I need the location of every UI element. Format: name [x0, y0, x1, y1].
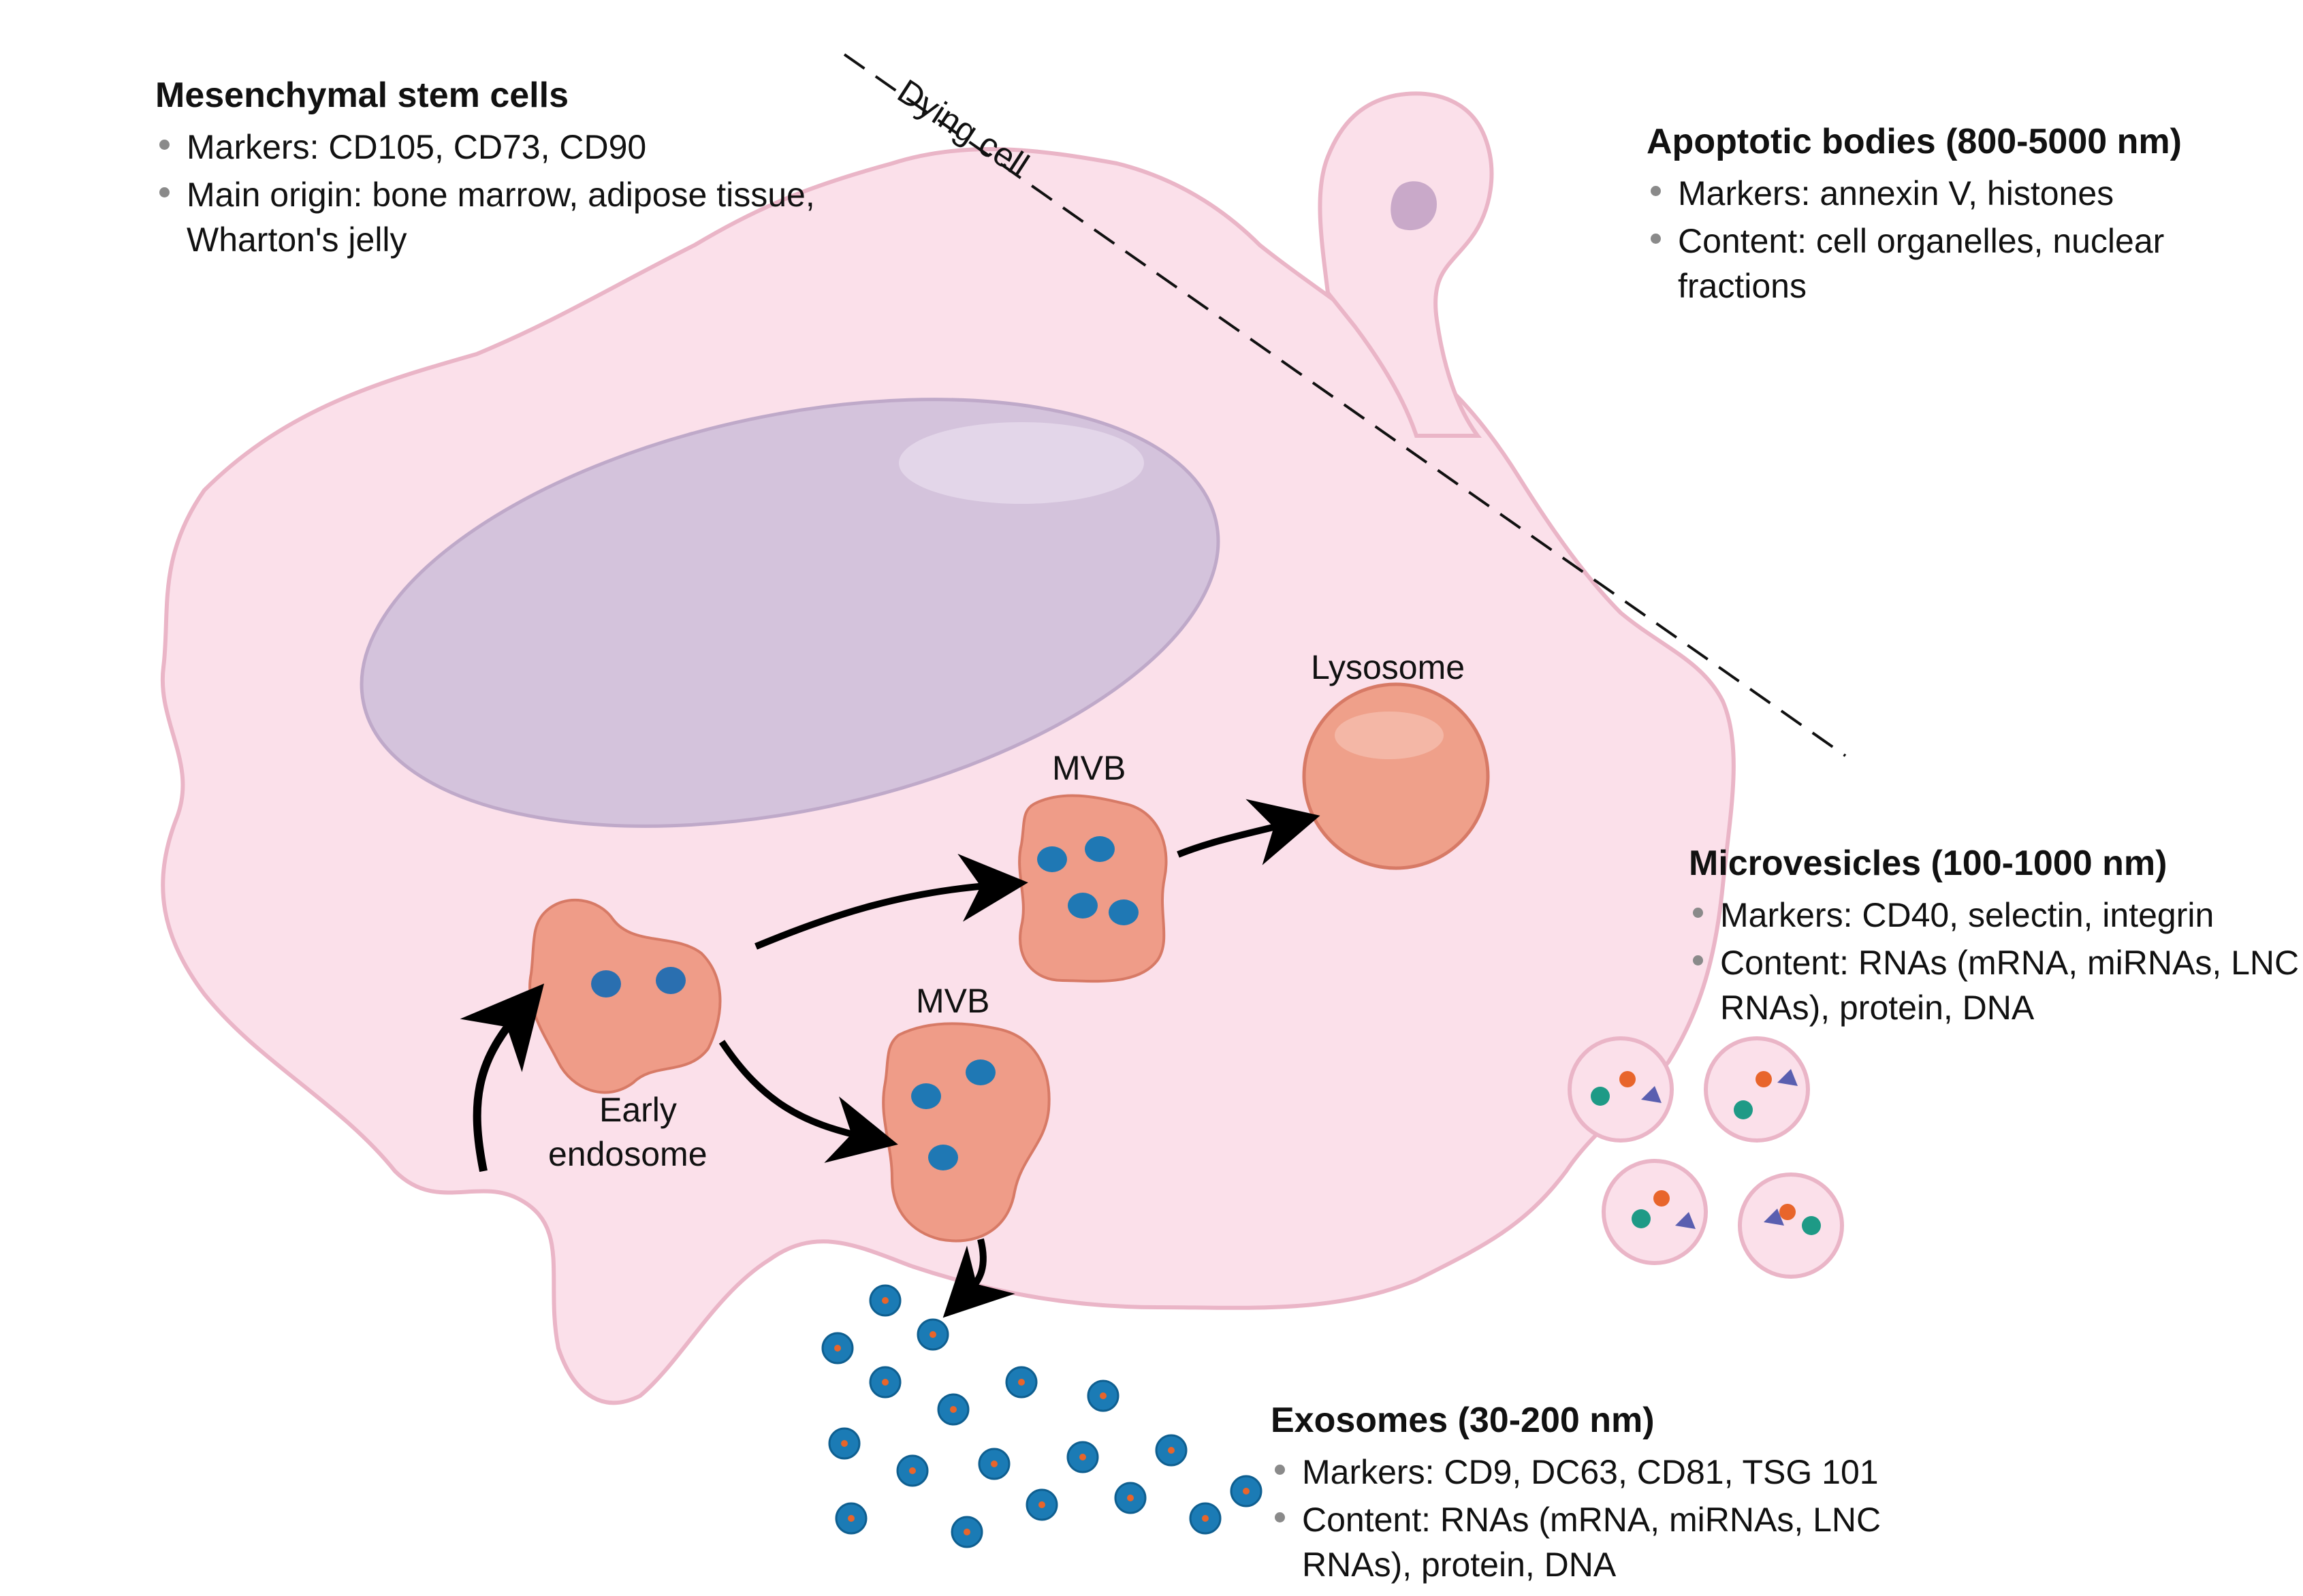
arrow-mvb-to-exosomes — [942, 1238, 1015, 1318]
apoptotic-info: Apoptotic bodies (800-5000 nm) Markers: … — [1647, 120, 2259, 311]
nucleus-highlight — [899, 422, 1144, 504]
exosomes-bullet-markers: Markers: CD9, DC63, CD81, TSG 101 — [1271, 1450, 1952, 1495]
exosome-core — [834, 1345, 841, 1352]
exosome-core — [909, 1467, 916, 1474]
microvesicle — [1602, 1159, 1708, 1265]
exosome-core — [848, 1515, 855, 1522]
microvesicles-bullet-content: Content: RNAs (mRNA, miRNAs, LNC RNAs), … — [1689, 940, 2303, 1030]
mvb-vesicle — [1109, 899, 1139, 925]
mvb-vesicle — [1068, 893, 1098, 919]
mvb-vesicle — [911, 1083, 941, 1109]
msc-title: Mesenchymal stem cells — [155, 76, 569, 115]
mvb-upper — [1018, 794, 1168, 983]
endosome-vesicle — [591, 970, 621, 998]
microvesicle — [1738, 1172, 1844, 1279]
exosome-core — [1202, 1515, 1209, 1522]
exosome-core — [950, 1406, 957, 1413]
mvb-vesicle — [1037, 846, 1067, 872]
exosome-core — [882, 1297, 889, 1304]
dying-cell-divider — [843, 53, 1847, 757]
apoptotic-bullet-content: Content: cell organelles, nuclear fracti… — [1647, 219, 2264, 308]
exosome-core — [1168, 1447, 1175, 1454]
exosome-core — [882, 1379, 889, 1386]
exosome-core — [1018, 1379, 1025, 1386]
early-endosome-label-line2: endosome — [548, 1135, 708, 1173]
msc-info: Mesenchymal stem cells Markers: CD105, C… — [155, 74, 904, 265]
mvb-vesicle — [1085, 836, 1115, 862]
mvb-vesicle — [928, 1145, 958, 1170]
exosome-core — [1243, 1488, 1250, 1495]
apoptotic-title: Apoptotic bodies (800-5000 nm) — [1647, 122, 2182, 161]
apoptotic-bullet-markers: Markers: annexin V, histones — [1647, 171, 2259, 216]
microvesicles-title: Microvesicles (100-1000 nm) — [1689, 844, 2167, 883]
mvb-vesicle — [966, 1059, 996, 1085]
apoptotic-bleb — [1318, 91, 1494, 438]
arrow-upper-mvb-to-lysosome — [1177, 799, 1320, 865]
msc-bullet-origin: Main origin: bone marrow, adipose tissue… — [155, 172, 868, 262]
lysosome-label: Lysosome — [1311, 648, 1465, 686]
exosome-cluster — [821, 1284, 1262, 1548]
mvb-upper-label: MVB — [1052, 749, 1126, 787]
arrow-to-early-endosome — [460, 983, 545, 1172]
early-endosome-label-line1: Early — [599, 1091, 677, 1129]
exosome-core — [930, 1331, 936, 1338]
exosomes-info: Exosomes (30-200 nm) Markers: CD9, DC63,… — [1271, 1399, 1952, 1590]
microvesicle — [1568, 1036, 1674, 1143]
arrow-endosome-to-lower-mvb — [718, 1040, 898, 1163]
endosome-vesicle — [656, 967, 686, 994]
exosome-core — [991, 1461, 998, 1467]
microvesicles-bullet-markers: Markers: CD40, selectin, integrin — [1689, 893, 2288, 938]
arrow-endosome-to-upper-mvb — [755, 853, 1028, 950]
exosome-core — [1038, 1501, 1045, 1508]
nucleus — [360, 398, 1220, 828]
exosome-core — [964, 1529, 970, 1535]
exosome-core — [1127, 1495, 1134, 1501]
apoptotic-nucleus-fragment — [1391, 181, 1437, 231]
exosomes-bullet-content: Content: RNAs (mRNA, miRNAs, LNC RNAs), … — [1271, 1497, 1915, 1587]
exosome-core — [1100, 1392, 1107, 1399]
exosome-core — [841, 1440, 848, 1447]
lysosome-highlight — [1335, 712, 1444, 759]
stem-cell-body — [160, 147, 1736, 1405]
microvesicles-info: Microvesicles (100-1000 nm) Markers: CD4… — [1689, 842, 2299, 1033]
mvb-lower-label: MVB — [916, 982, 990, 1020]
exosome-core — [1079, 1454, 1086, 1461]
exosomes-title: Exosomes (30-200 nm) — [1271, 1401, 1655, 1440]
msc-bullet-markers: Markers: CD105, CD73, CD90 — [155, 125, 904, 170]
microvesicle — [1704, 1036, 1810, 1143]
